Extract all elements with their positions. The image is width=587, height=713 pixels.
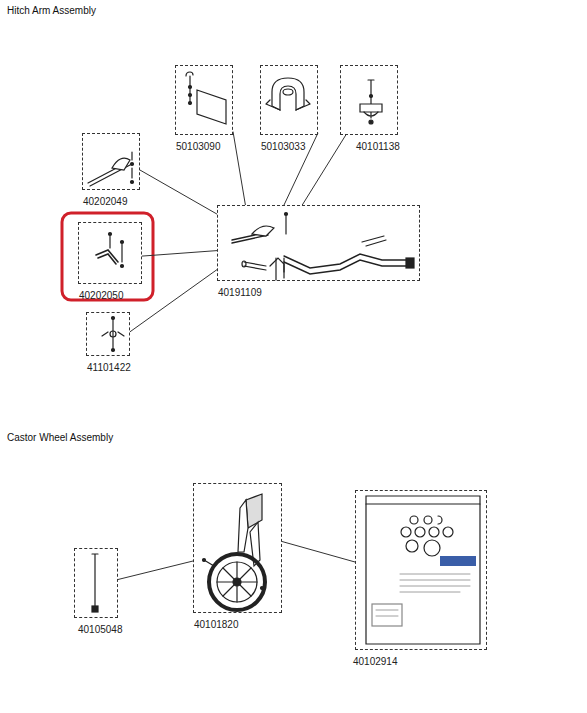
bolt-clamp [360,80,382,124]
part-number: 40191109 [218,287,262,298]
part-number: 40202049 [83,196,128,207]
highlight-frame [62,213,153,300]
hardware-bag [366,496,480,644]
part-box: 40191109 [217,205,420,281]
lock-pin [102,317,124,352]
part-number: 40101138 [356,141,400,152]
leader-line [302,135,346,205]
part-box: 40202049 [82,133,140,190]
part-number: 41101422 [87,362,131,373]
leader-line [233,132,245,206]
part-box: 40101820 [193,483,282,613]
clamp [266,78,310,110]
part-number: 50103033 [261,141,306,152]
part-number: 40102914 [353,656,398,667]
part-box: 50103033 [260,65,318,135]
leader-line [130,270,217,332]
leader-line [118,561,193,580]
part-number: 40105048 [78,624,123,635]
flag-pin [186,72,226,124]
hitch-bracket [96,233,124,268]
leader-line [142,251,217,257]
section-heading: Hitch Arm Assembly [7,5,96,16]
part-box: 50103090 [175,65,233,135]
part-number: 40202050 [79,290,124,301]
part-box: 40202050 [78,222,142,284]
part-box: 40101138 [340,65,398,135]
hitch-arm [232,213,414,281]
leader-line [140,170,217,214]
axle-bolt [92,554,98,612]
part-box: 40105048 [74,548,118,618]
leader-line [282,542,355,563]
part-box: 41101422 [86,312,130,356]
hitch-rod [88,152,134,186]
castor-wheel [203,494,266,610]
section-heading: Castor Wheel Assembly [7,432,113,443]
part-number: 40101820 [194,619,239,630]
part-number: 50103090 [176,141,221,152]
part-box: 40102914 [355,490,487,650]
